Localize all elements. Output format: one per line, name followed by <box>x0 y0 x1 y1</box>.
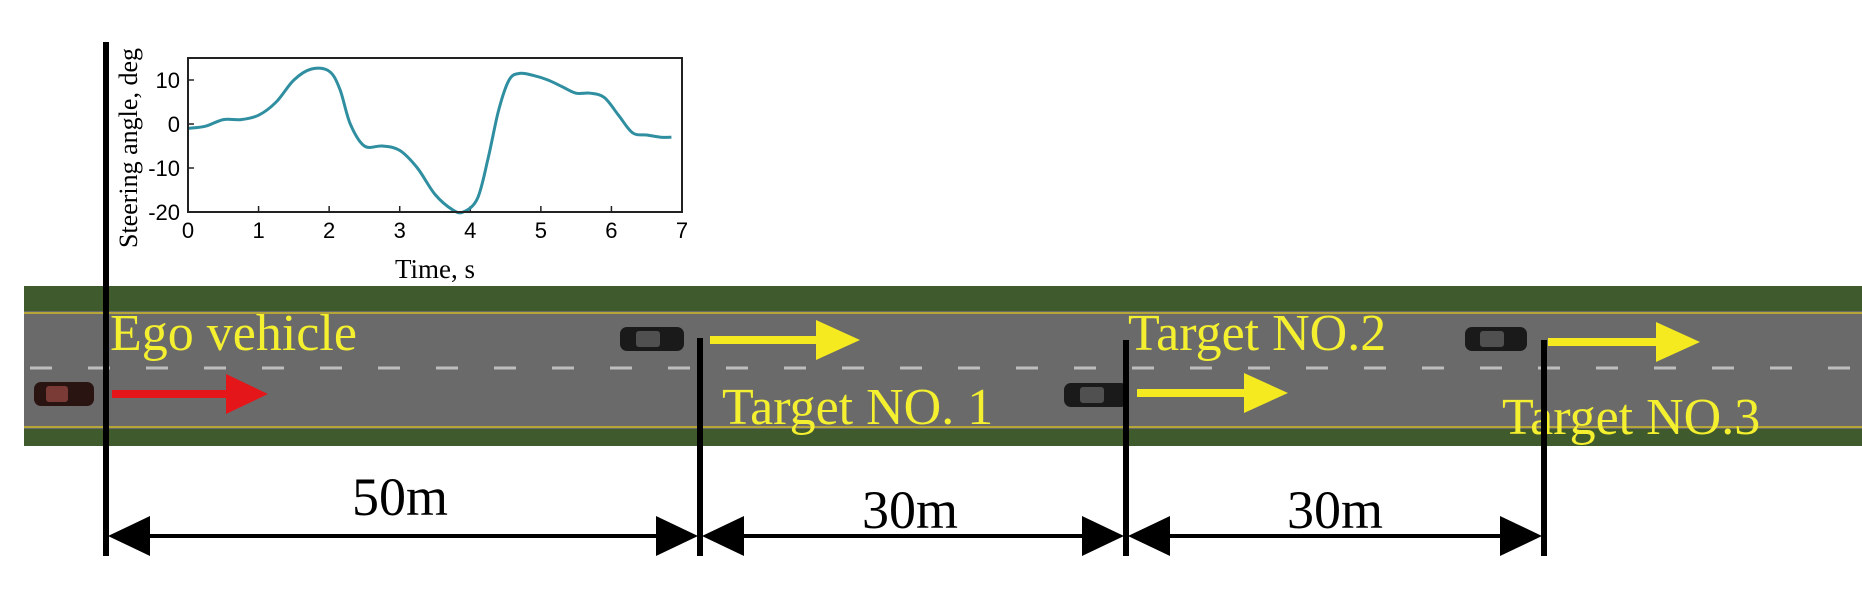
x-tick-label: 6 <box>605 218 617 243</box>
target-vehicle-3 <box>1465 327 1527 351</box>
target1-label: Target NO. 1 <box>722 379 993 436</box>
x-tick-label: 2 <box>323 218 335 243</box>
y-tick-label: 0 <box>168 112 180 137</box>
road-asphalt <box>24 311 1862 429</box>
chart-plot-frame <box>187 57 683 213</box>
y-tick-label: 10 <box>156 68 180 93</box>
target1-direction-arrow <box>710 320 860 360</box>
dimension-50m <box>108 516 698 556</box>
target2-label: Target NO.2 <box>1128 305 1386 362</box>
distance-label-30m-first: 30m <box>862 480 958 540</box>
chart-x-axis-label: Time, s <box>395 254 475 284</box>
y-tick-label: -10 <box>148 156 180 181</box>
dimension-30m-first <box>702 516 1124 556</box>
x-tick-label: 5 <box>535 218 547 243</box>
x-tick-label: 3 <box>394 218 406 243</box>
y-tick-label: -20 <box>148 200 180 225</box>
dimension-30m-second <box>1128 516 1542 556</box>
chart-background <box>188 58 682 212</box>
target3-direction-arrow <box>1548 322 1700 362</box>
distance-label-30m-second: 30m <box>1287 480 1383 540</box>
x-tick-label: 4 <box>464 218 476 243</box>
steering-angle-chart: 0 1 2 3 4 5 6 7 10 0 -10 -20 Time, s Steering angle… <box>114 48 688 284</box>
x-tick-label: 1 <box>252 218 264 243</box>
chart-y-axis-label: Steering angle, deg <box>114 48 143 248</box>
ego-vehicle <box>34 382 94 406</box>
target3-label: Target NO.3 <box>1502 389 1760 446</box>
distance-label-50m: 50m <box>352 467 448 527</box>
x-tick-label: 0 <box>182 218 194 243</box>
target-vehicle-2 <box>1064 383 1128 407</box>
ego-direction-arrow <box>112 374 268 414</box>
target-vehicle-1 <box>620 327 684 351</box>
x-tick-label: 7 <box>676 218 688 243</box>
ego-vehicle-label: Ego vehicle <box>110 305 357 362</box>
target2-direction-arrow <box>1137 373 1288 413</box>
